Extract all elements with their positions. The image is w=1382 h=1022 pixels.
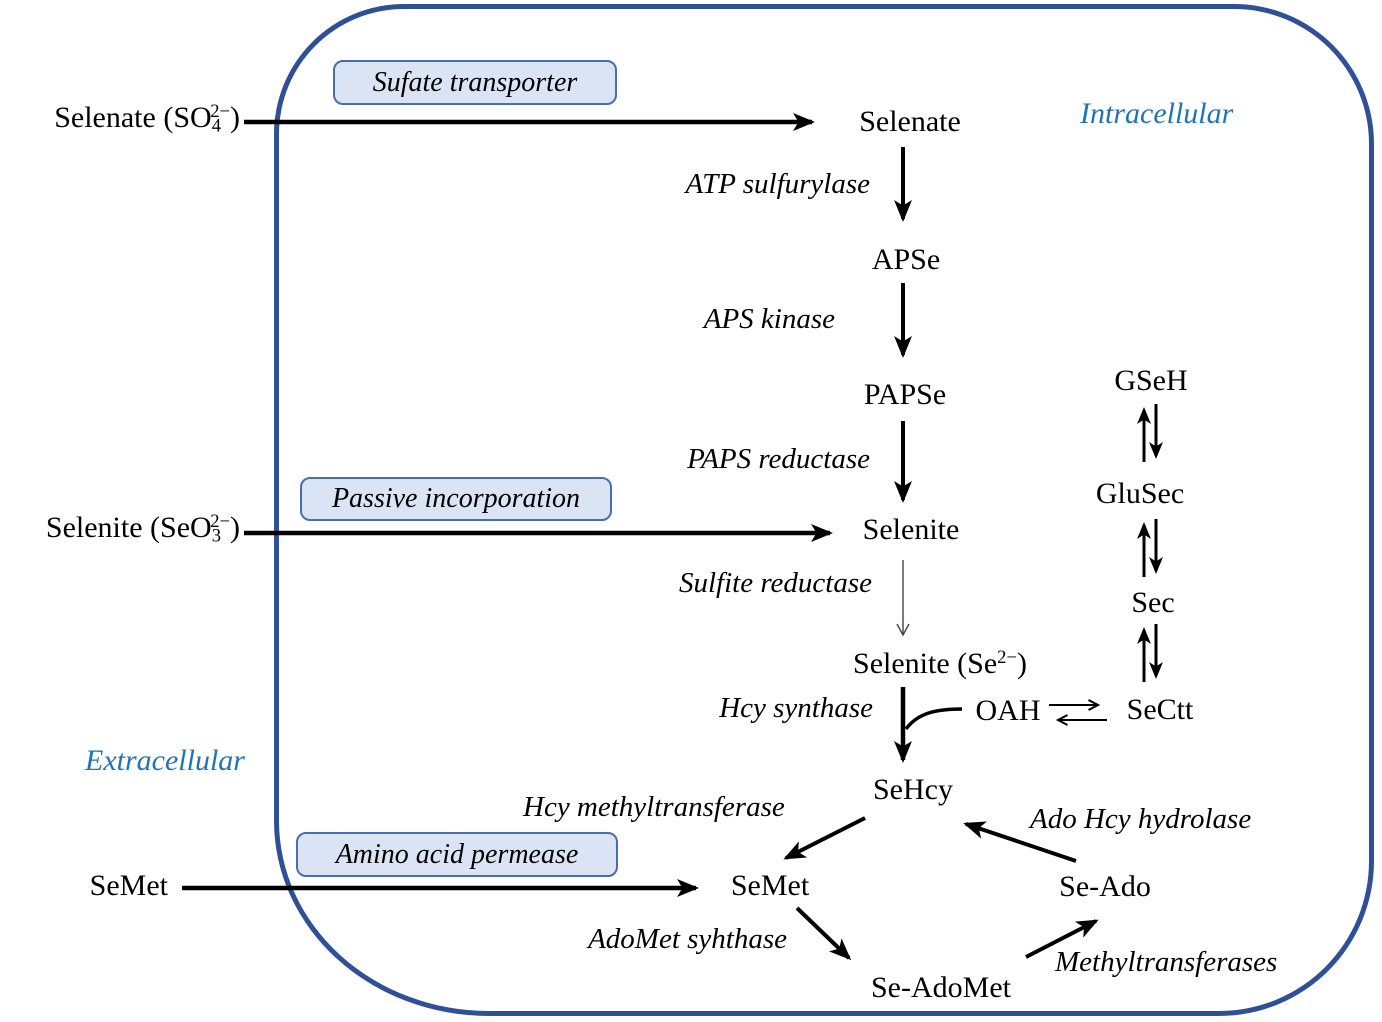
selenite-node: Selenite [862,513,960,546]
hcy-synthase-label: Hcy synthase [719,692,873,724]
intracellular-label: Intracellular [1080,97,1234,130]
paps-reductase-label: PAPS reductase [687,443,870,475]
passive-incorporation-box: Passive incorporation [300,477,612,521]
sec-node: Sec [1131,586,1175,619]
se-ado-node: Se-Ado [1059,870,1151,903]
methyltransferases-label: Methyltransferases [1055,946,1278,978]
cell-membrane [274,4,1374,1016]
hcy-methyltransferase-label: Hcy methyltransferase [523,791,785,823]
oah-node: OAH [975,694,1041,727]
extracellular-label: Extracellular [85,744,245,777]
atp-sulfurylase-label: ATP sulfurylase [685,168,870,200]
extracellular-selenite-label: Selenite (SeO32−) [45,510,240,547]
sectt-node: SeCtt [1126,693,1194,726]
sehcy-node: SeHcy [873,773,953,806]
gseh-node: GSeH [1114,364,1188,397]
amino-acid-permease-box: Amino acid permease [296,832,618,877]
sulfite-reductase-label: Sulfite reductase [678,567,872,599]
aps-kinase-label: APS kinase [703,303,835,335]
papse-node: PAPSe [863,378,947,411]
glusec-node: GluSec [1095,477,1185,510]
extracellular-semet-label: SeMet [89,869,168,902]
sulfate-transporter-box: Sufate transporter [333,60,617,105]
amino-acid-permease-label: Amino acid permease [335,838,579,870]
selenate-node: Selenate [859,105,961,138]
se-adomet-node: Se-AdoMet [871,971,1011,1004]
apse-node: APSe [871,243,941,276]
adomet-synthase-label: AdoMet syhthase [588,923,787,955]
ado-hcy-hydrolase-label: Ado Hcy hydrolase [1030,803,1252,835]
passive-incorporation-label: Passive incorporation [331,483,581,514]
selenide-node: Selenite (Se2−) [853,646,1027,680]
sulfate-transporter-label: Sufate transporter [372,66,578,98]
semet-node: SeMet [730,869,810,902]
extracellular-selenate-label: Selenate (SO42−) [54,100,240,137]
